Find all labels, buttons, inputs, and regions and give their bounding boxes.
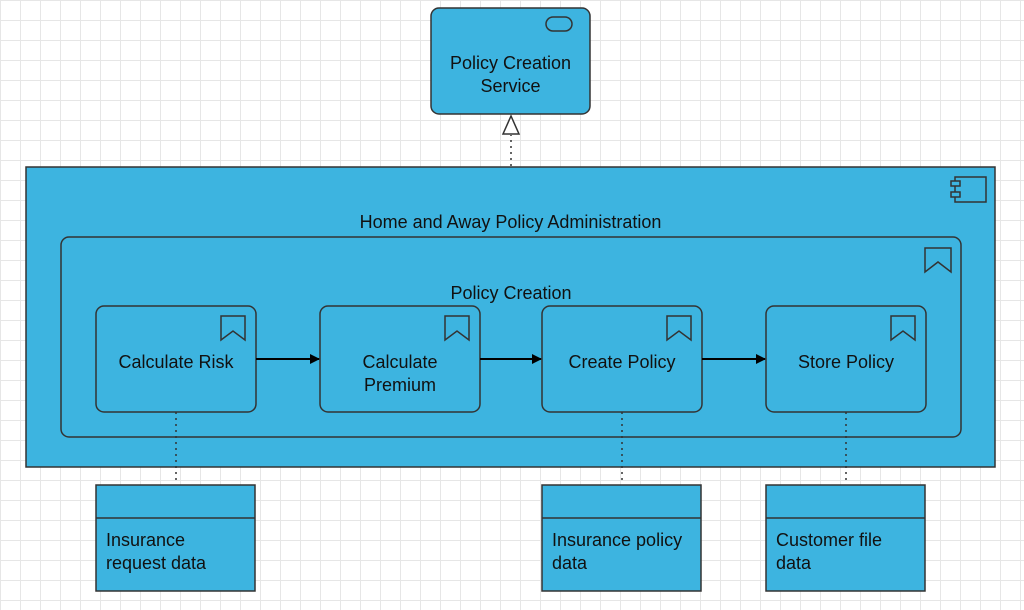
process-icon <box>444 315 470 342</box>
process-label-calculate-premium: Calculate Premium <box>320 351 480 397</box>
service-label: Policy Creation Service <box>431 52 590 98</box>
data-object-label-insurance-policy: Insurance policy data <box>552 529 697 575</box>
process-group-icon <box>924 247 952 274</box>
process-icon <box>890 315 916 342</box>
data-object-insurance-request[interactable] <box>95 484 256 592</box>
process-label-line1: Calculate <box>362 352 438 372</box>
service-node[interactable] <box>430 7 591 115</box>
service-icon <box>545 16 573 32</box>
process-label-line2: Premium <box>363 375 436 395</box>
service-label-line1: Policy Creation <box>449 53 572 73</box>
data-object-insurance-policy[interactable] <box>541 484 702 592</box>
data-object-label-line2: data <box>776 553 812 573</box>
process-label-line1: Store Policy <box>797 352 895 372</box>
data-object-customer-file[interactable] <box>765 484 926 592</box>
process-label-calculate-risk: Calculate Risk <box>96 351 256 374</box>
process-group-label: Policy Creation <box>450 283 572 303</box>
realization-arrowhead <box>501 114 521 135</box>
process-icon <box>666 315 692 342</box>
process-icon <box>220 315 246 342</box>
process-label-store-policy: Store Policy <box>766 351 926 374</box>
data-object-label-line2: request data <box>106 553 207 573</box>
process-label-create-policy: Create Policy <box>542 351 702 374</box>
data-object-label-line1: Customer file <box>776 530 883 550</box>
component-label: Home and Away Policy Administration <box>359 212 662 232</box>
process-group[interactable] <box>60 236 962 438</box>
component-icon <box>950 176 987 203</box>
data-object-label-line1: Insurance policy <box>552 530 683 550</box>
service-label-line2: Service <box>480 76 541 96</box>
process-label-line1: Create Policy <box>568 352 676 372</box>
data-object-label-line2: data <box>552 553 588 573</box>
process-label-line1: Calculate Risk <box>118 352 234 372</box>
data-object-label-customer-file: Customer file data <box>776 529 921 575</box>
data-object-label-line1: Insurance <box>106 530 186 550</box>
data-object-label-insurance-request: Insurance request data <box>106 529 251 575</box>
